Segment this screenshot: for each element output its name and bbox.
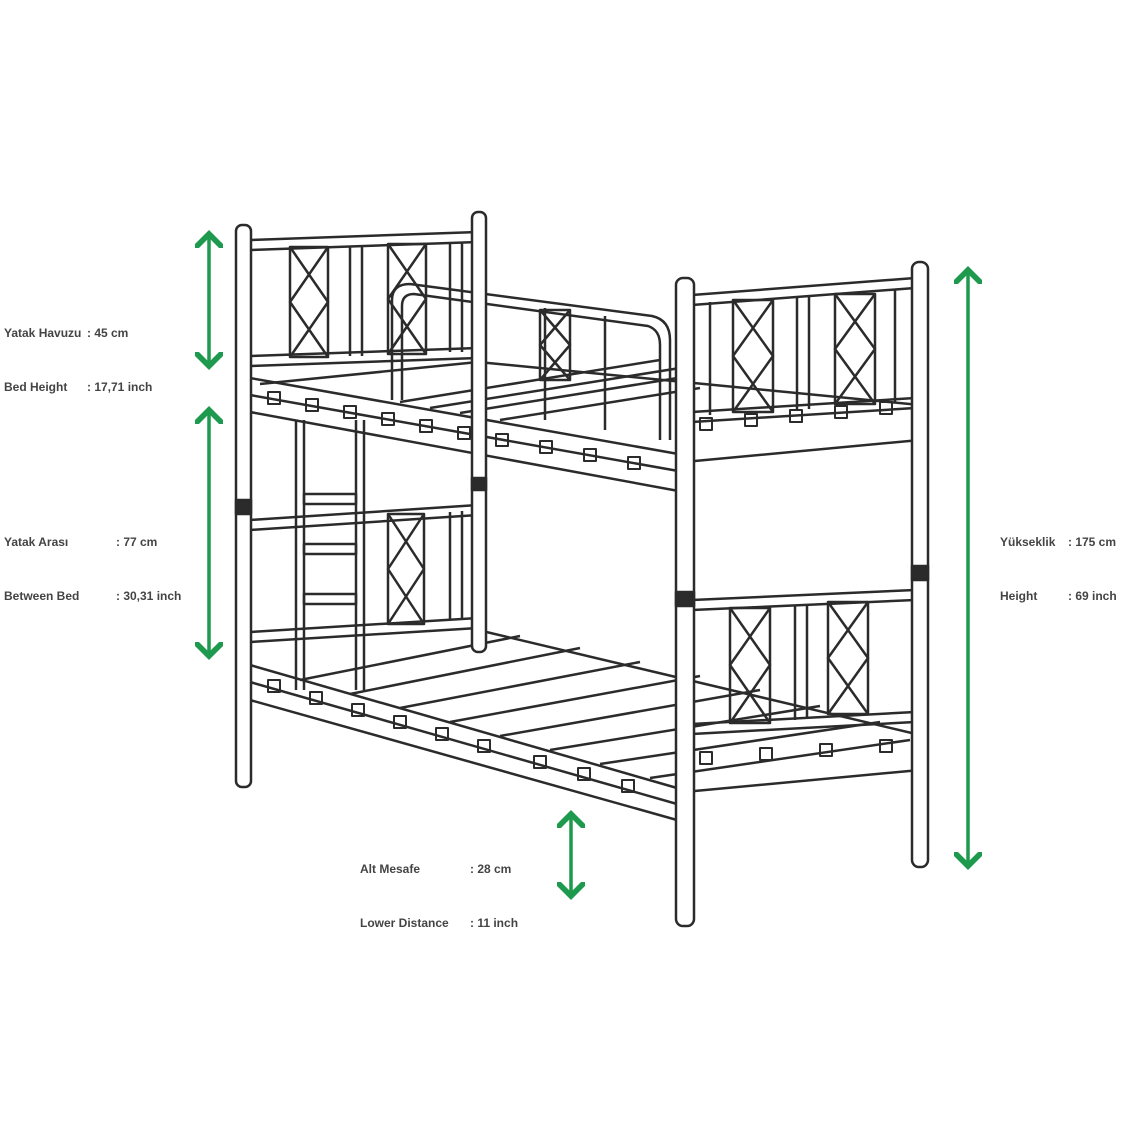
lower-distance-label: Alt Mesafe : 28 cm Lower Distance : 11 inc… bbox=[360, 824, 518, 950]
total-height-en-label: Height bbox=[1000, 589, 1038, 603]
bed-height-tr-label: Yatak Havuzu bbox=[4, 326, 82, 340]
total-height-label: Yükseklik : 175 cm Height : 69 inch bbox=[1000, 497, 1117, 623]
total-height-en-value: : 69 inch bbox=[1068, 589, 1117, 603]
between-bed-en-label: Between Bed bbox=[4, 589, 80, 603]
lower-distance-tr-label: Alt Mesafe bbox=[360, 862, 421, 876]
upper-right-headboard bbox=[691, 276, 916, 424]
lower-distance-en-label: Lower Distance bbox=[360, 916, 449, 930]
between-bed-label: Yatak Arası : 77 cm Between Bed : 30,31 in… bbox=[4, 497, 181, 623]
bed-height-en-value: : 17,71 inch bbox=[87, 380, 153, 394]
ladder bbox=[294, 420, 366, 690]
total-height-tr-value: : 175 cm bbox=[1068, 535, 1117, 549]
lower-distance-en-value: : 11 inch bbox=[470, 916, 519, 930]
posts bbox=[234, 210, 930, 928]
upper-left-headboard bbox=[249, 230, 479, 368]
between-bed-tr-label: Yatak Arası bbox=[4, 535, 69, 549]
lower-right-panel bbox=[691, 588, 916, 736]
total-height-tr-label: Yükseklik bbox=[1000, 535, 1056, 549]
guard-rail bbox=[390, 282, 672, 440]
between-bed-en-value: : 30,31 inch bbox=[116, 589, 182, 603]
bed-height-en-label: Bed Height bbox=[4, 380, 68, 394]
between-bed-tr-value: : 77 cm bbox=[116, 535, 158, 549]
bed-height-tr-value: : 45 cm bbox=[87, 326, 129, 340]
upper-bed-frame bbox=[248, 358, 922, 494]
bed-height-label: Yatak Havuzu : 45 cm Bed Height : 17,71 in… bbox=[4, 288, 152, 414]
lower-distance-tr-value: : 28 cm bbox=[470, 862, 512, 876]
